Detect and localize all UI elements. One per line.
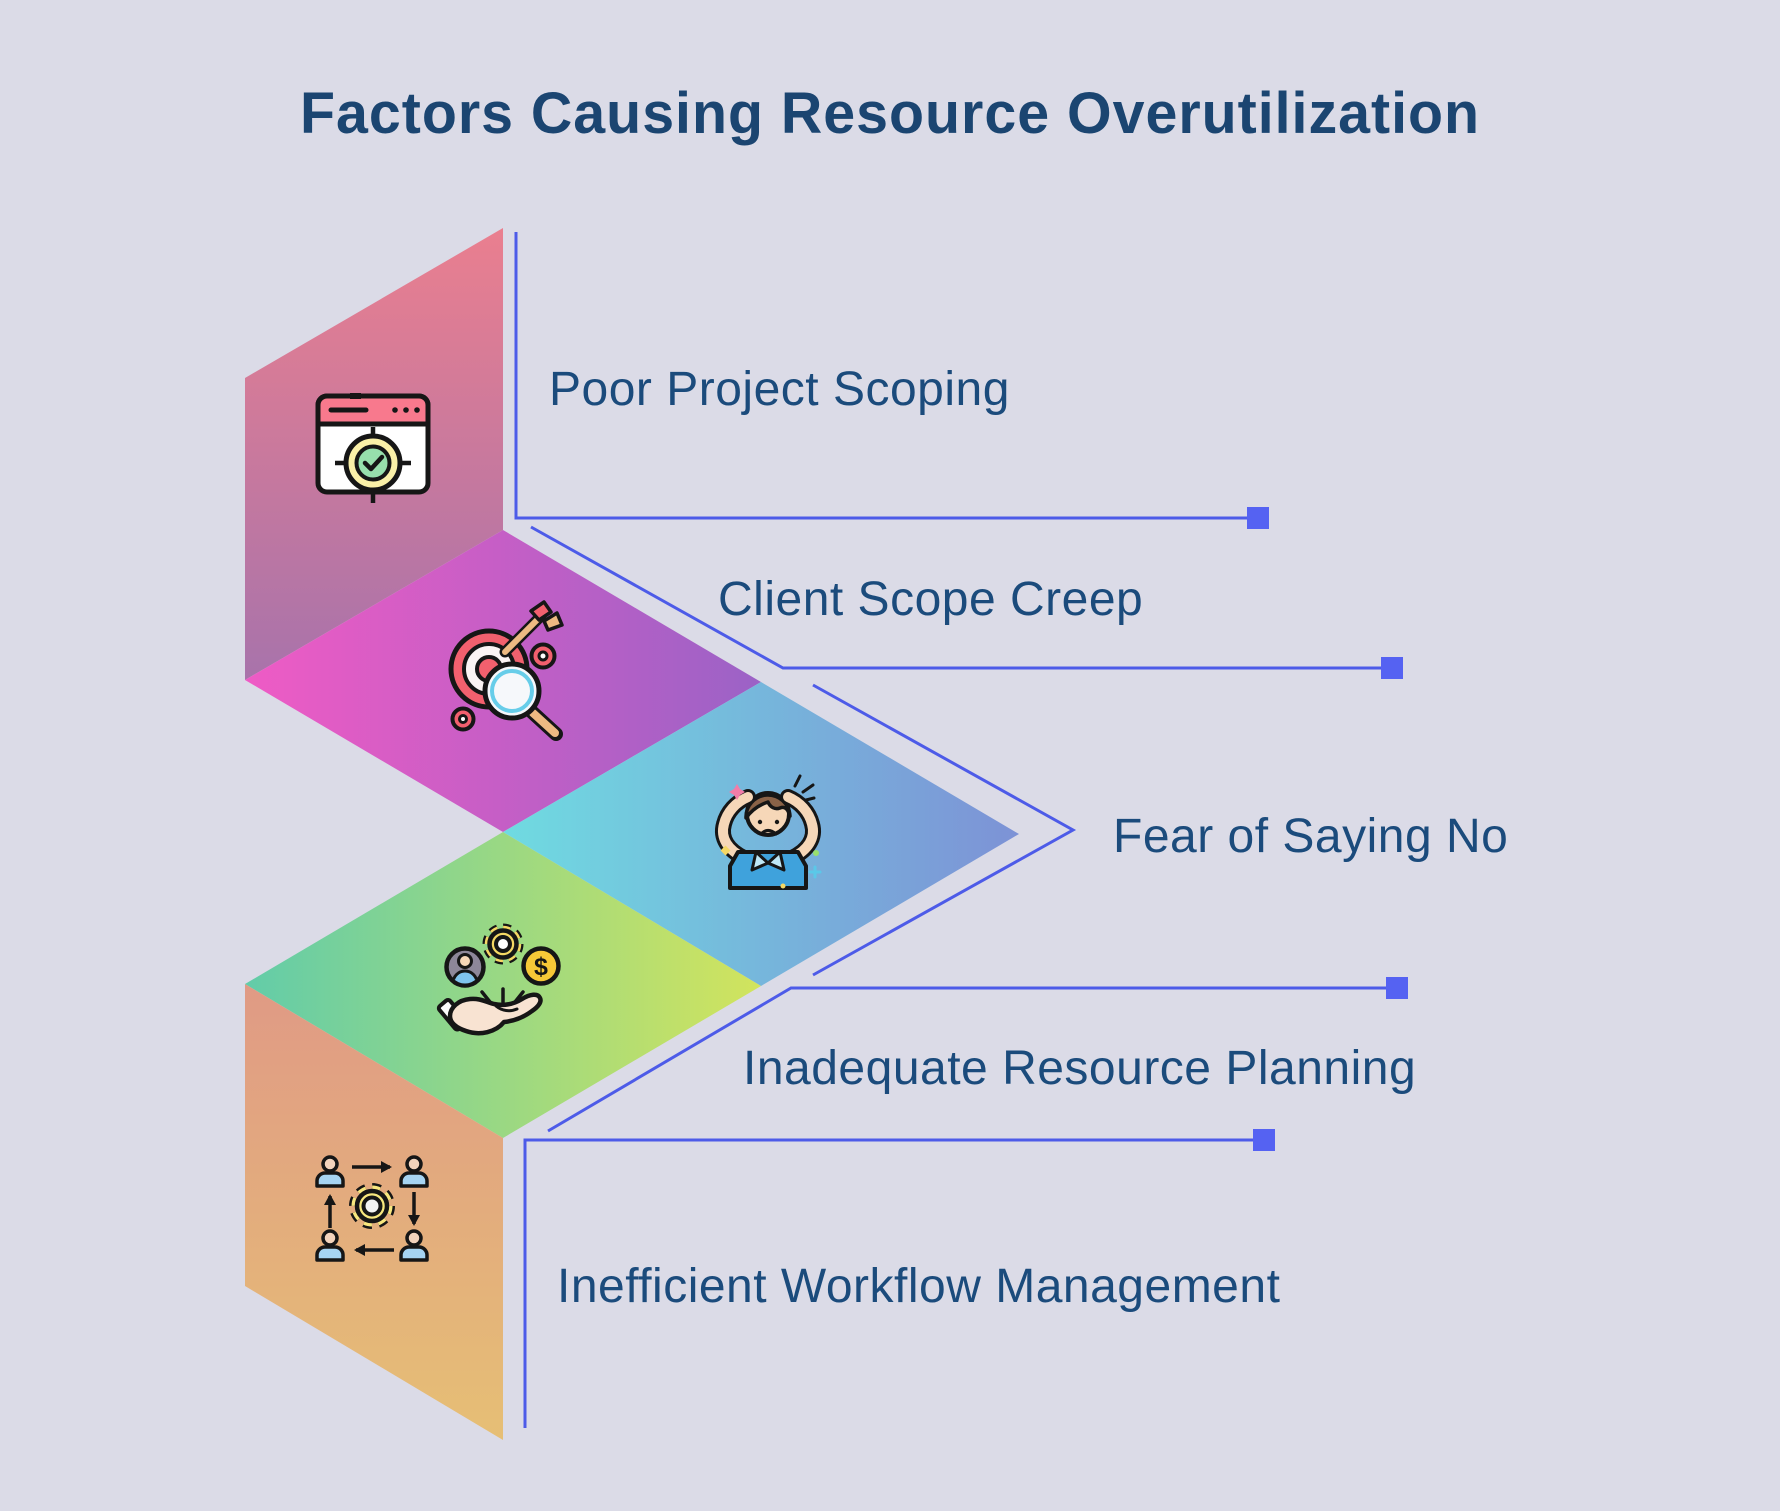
dollar-coin-icon: $ [521, 946, 561, 986]
connector-line-4 [547, 986, 1387, 1133]
person-icon [315, 1155, 345, 1188]
person-icon [315, 1229, 345, 1262]
sparkles [720, 784, 822, 889]
label-poor-project-scoping: Poor Project Scoping [549, 363, 1010, 416]
connector-line-2 [530, 525, 1382, 670]
hand-resources-icon: $ [436, 923, 561, 1036]
frown-mouth [759, 829, 778, 836]
dollar-symbol: $ [534, 953, 548, 981]
connector-chevron-3 [812, 683, 1077, 977]
magnifier-icon [482, 661, 563, 741]
connector-square-5 [1253, 1129, 1275, 1151]
label-client-scope-creep: Client Scope Creep [718, 573, 1143, 626]
label-fear-of-saying-no: Fear of Saying No [1113, 810, 1508, 863]
target-crosshair-icon [335, 427, 411, 503]
label-inadequate-resource-planning: Inadequate Resource Planning [743, 1042, 1416, 1095]
connector-square-2 [1381, 657, 1403, 679]
person-icon [399, 1229, 429, 1262]
page-title: Factors Causing Resource Overutilization [300, 81, 1480, 146]
gear-icon [482, 923, 524, 965]
browser-target-icon [315, 393, 431, 503]
stress-marks [793, 774, 816, 802]
person-avatar-icon [444, 946, 486, 988]
connector-line-1 [514, 232, 1248, 520]
connector-square-1 [1247, 507, 1269, 529]
arms [715, 789, 821, 866]
cycle-arrows [324, 1161, 420, 1256]
connector-line-5 [523, 1138, 1254, 1428]
person-icon [399, 1155, 429, 1188]
team-workflow-icon [315, 1155, 429, 1262]
check-mark [362, 454, 385, 472]
label-inefficient-workflow-management: Inefficient Workflow Management [557, 1260, 1280, 1313]
target-magnifier-icon [448, 600, 564, 741]
hair [744, 793, 792, 820]
target-dot-icon [450, 642, 557, 732]
shirt [728, 850, 808, 890]
gear-icon [349, 1183, 395, 1229]
open-hand-icon [436, 992, 543, 1036]
connector-square-4 [1386, 977, 1408, 999]
arrow-dart-icon [499, 600, 564, 658]
ribbon-segment-inadequate-resource-planning [245, 832, 761, 1138]
stressed-person-icon [715, 774, 822, 890]
